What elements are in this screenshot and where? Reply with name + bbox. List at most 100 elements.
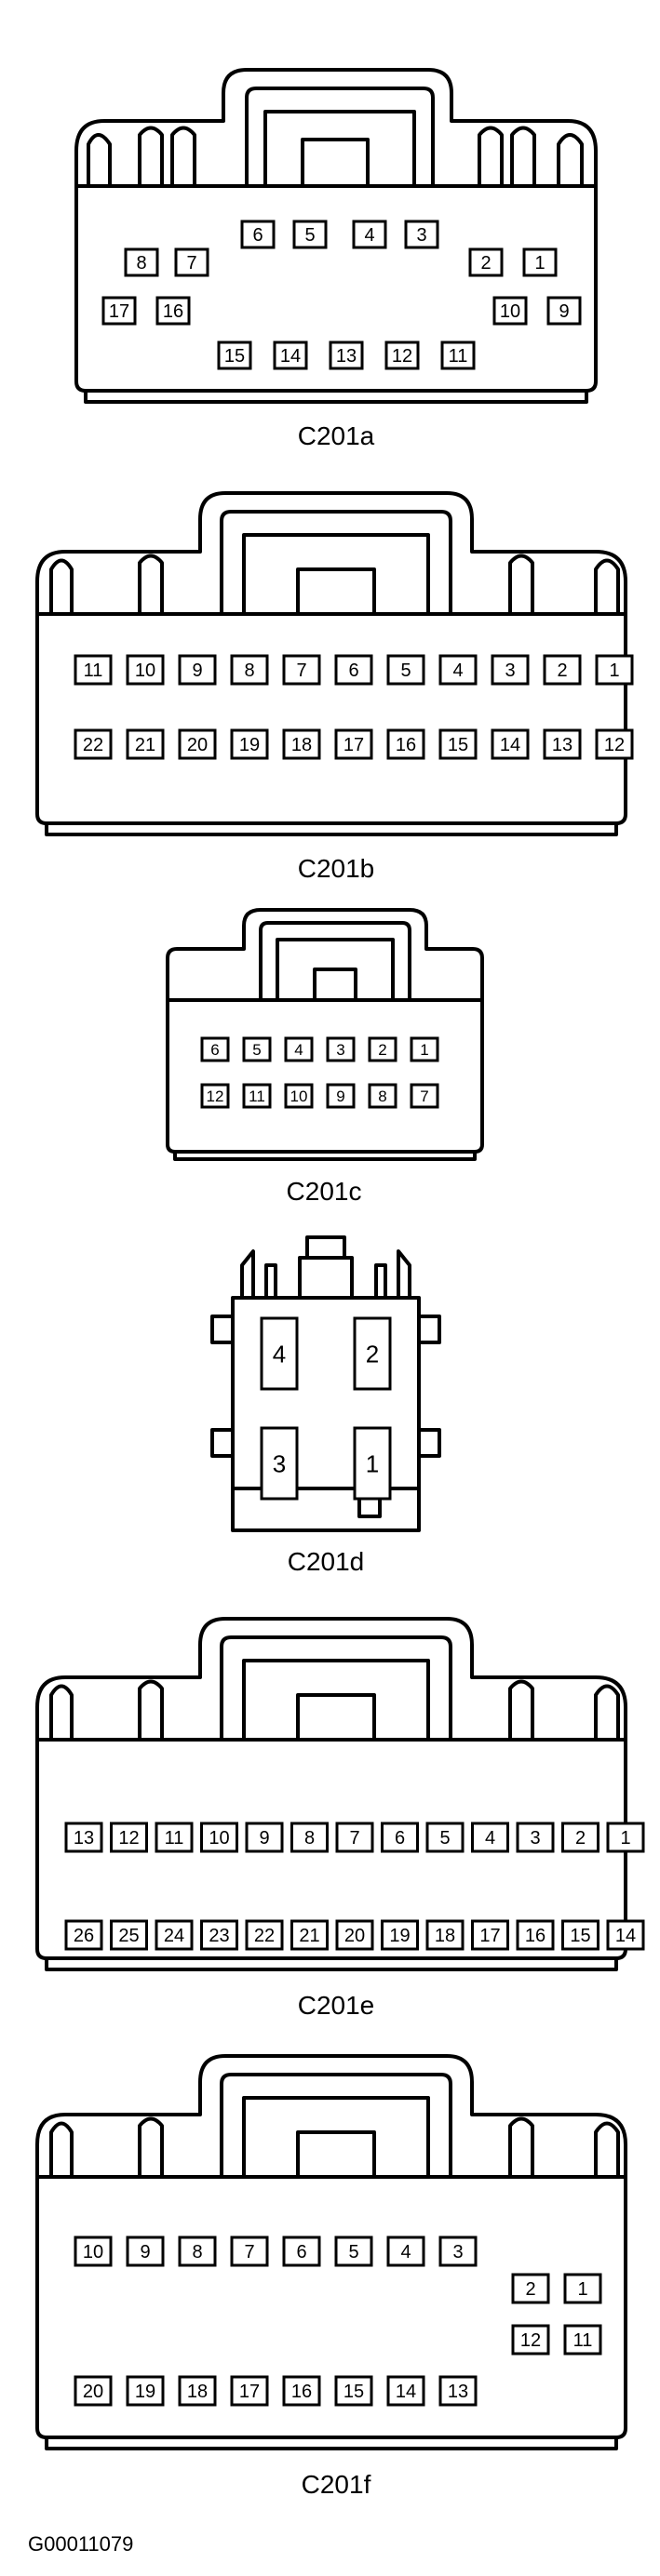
pin-number: 16 [525, 1926, 546, 1946]
connector-caption-c201f: C201f [302, 2470, 371, 2499]
pin-number: 3 [505, 661, 515, 681]
pin-10: 10 [284, 1083, 314, 1109]
pin-box [230, 2375, 269, 2407]
pin-number: 22 [254, 1926, 275, 1946]
pin-3: 3 [491, 654, 530, 686]
pin-23: 23 [200, 1919, 238, 1951]
pin-box [230, 2236, 269, 2267]
pin-box [126, 2375, 165, 2407]
pin-box [290, 1919, 329, 1951]
pin-box [606, 1822, 645, 1853]
pin-number: 14 [615, 1926, 636, 1946]
pin-number: 25 [118, 1926, 139, 1946]
pin-box [126, 728, 165, 760]
pin-box [511, 2273, 550, 2304]
pin-number: 2 [366, 1340, 379, 1368]
pin-number: 8 [192, 2242, 202, 2262]
pin-number: 4 [294, 1041, 303, 1059]
pin-number: 11 [449, 346, 468, 367]
pin-number: 10 [135, 661, 155, 681]
pin-box [230, 654, 269, 686]
pin-box [353, 1426, 392, 1501]
pin-5: 5 [334, 2236, 373, 2267]
pin-box [74, 728, 113, 760]
pin-box [386, 728, 425, 760]
pin-box [368, 1083, 397, 1109]
pin-box [595, 654, 634, 686]
pin-7: 7 [174, 247, 209, 277]
pin-16: 16 [282, 2375, 321, 2407]
pin-box [491, 654, 530, 686]
pin-4: 4 [352, 220, 387, 249]
pin-9: 9 [245, 1822, 284, 1853]
pin-1: 1 [563, 2273, 602, 2304]
pin-19: 19 [230, 728, 269, 760]
pin-number: 3 [452, 2242, 463, 2262]
pin-number: 9 [559, 301, 569, 322]
pin-number: 14 [396, 2382, 416, 2402]
pin-box [522, 247, 558, 277]
pin-box [282, 654, 321, 686]
pin-1: 1 [353, 1426, 392, 1501]
pin-number: 21 [135, 735, 155, 755]
pin-10: 10 [74, 2236, 113, 2267]
pin-number: 12 [207, 1088, 224, 1105]
pin-box [126, 2236, 165, 2267]
pin-2: 2 [561, 1822, 599, 1853]
pin-box [200, 1822, 238, 1853]
pin-21: 21 [290, 1919, 329, 1951]
pin-16: 16 [516, 1919, 555, 1951]
pin-17: 17 [101, 296, 137, 326]
pin-box [200, 1036, 230, 1062]
pin-number: 19 [239, 735, 260, 755]
pin-13: 13 [64, 1822, 103, 1853]
pin-box [282, 2236, 321, 2267]
pin-number: 4 [273, 1340, 286, 1368]
pin-16: 16 [155, 296, 191, 326]
pin-number: 15 [343, 2382, 364, 2402]
pin-box [404, 220, 439, 249]
pin-box [381, 1822, 419, 1853]
pin-2: 2 [353, 1316, 392, 1391]
pin-box [543, 654, 582, 686]
pin-19: 19 [126, 2375, 165, 2407]
pin-box [334, 728, 373, 760]
pin-24: 24 [155, 1919, 194, 1951]
connector-c201a [74, 68, 598, 404]
pin-number: 18 [187, 2382, 208, 2402]
pin-4: 4 [284, 1036, 314, 1062]
pin-number: 6 [210, 1041, 219, 1059]
pin-12: 12 [511, 2324, 550, 2356]
connector-c201f [35, 2054, 627, 2450]
pin-box [468, 247, 504, 277]
pin-6: 6 [240, 220, 276, 249]
pin-box [178, 2236, 217, 2267]
pin-number: 17 [479, 1926, 500, 1946]
pin-13: 13 [438, 2375, 478, 2407]
connector-caption-c201e: C201e [298, 1991, 375, 2020]
pin-box [242, 1083, 272, 1109]
pin-box [326, 1036, 356, 1062]
pin-number: 10 [209, 1828, 229, 1849]
pin-7: 7 [335, 1822, 374, 1853]
pin-box [200, 1083, 230, 1109]
pin-box [440, 340, 476, 370]
pin-box [410, 1083, 439, 1109]
pin-box [438, 2375, 478, 2407]
pin-17: 17 [334, 728, 373, 760]
pin-box [352, 220, 387, 249]
pin-number: 18 [435, 1926, 455, 1946]
pin-number: 21 [299, 1926, 319, 1946]
pin-10: 10 [126, 654, 165, 686]
pin-1: 1 [522, 247, 558, 277]
pin-21: 21 [126, 728, 165, 760]
pin-6: 6 [381, 1822, 419, 1853]
pin-20: 20 [74, 2375, 113, 2407]
pin-number: 22 [83, 735, 103, 755]
pin-number: 15 [570, 1926, 590, 1946]
pin-number: 9 [336, 1088, 344, 1105]
